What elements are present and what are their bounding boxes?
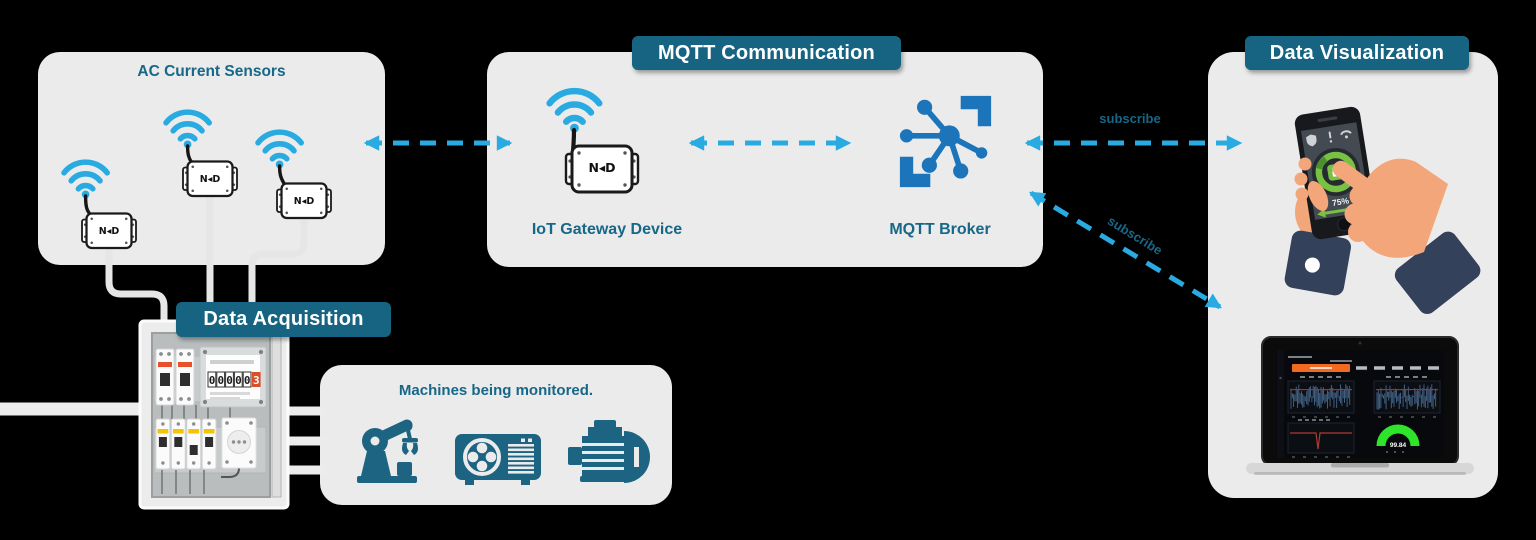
banner-mqtt-communication: MQTT Communication: [632, 36, 901, 70]
energy-meter: 0 0 0 0 0 3: [199, 346, 267, 408]
electrical-cabinet: 0 0 0 0 0 3: [138, 319, 290, 510]
sensors-panel: [38, 52, 385, 265]
banner-data-acquisition: Data Acquisition: [176, 302, 391, 337]
arrow-broker-laptop-subscribe: [1029, 190, 1222, 310]
meter-display: 0 0 0 0 0 3: [207, 371, 261, 388]
power-outlet: [221, 417, 257, 469]
meter-digit: 0: [235, 374, 242, 387]
meter-digit: 0: [217, 374, 224, 387]
subscribe-label-diagonal: subscribe: [1104, 213, 1166, 258]
meter-digit: 0: [226, 374, 233, 387]
machines-panel-title: Machines being monitored.: [398, 382, 594, 399]
meter-digit: 0: [244, 374, 251, 387]
meter-digit-red: 3: [253, 374, 260, 387]
breaker-yellow: [155, 418, 217, 470]
visualization-panel: [1208, 52, 1498, 498]
subscribe-label-top: subscribe: [1099, 111, 1161, 126]
banner-data-visualization: Data Visualization: [1245, 36, 1469, 70]
breaker-red: [155, 348, 195, 406]
gateway-label: IoT Gateway Device: [531, 221, 683, 238]
meter-digit: 0: [209, 374, 216, 387]
sensors-panel-title: AC Current Sensors: [137, 63, 286, 80]
broker-label: MQTT Broker: [889, 221, 991, 238]
